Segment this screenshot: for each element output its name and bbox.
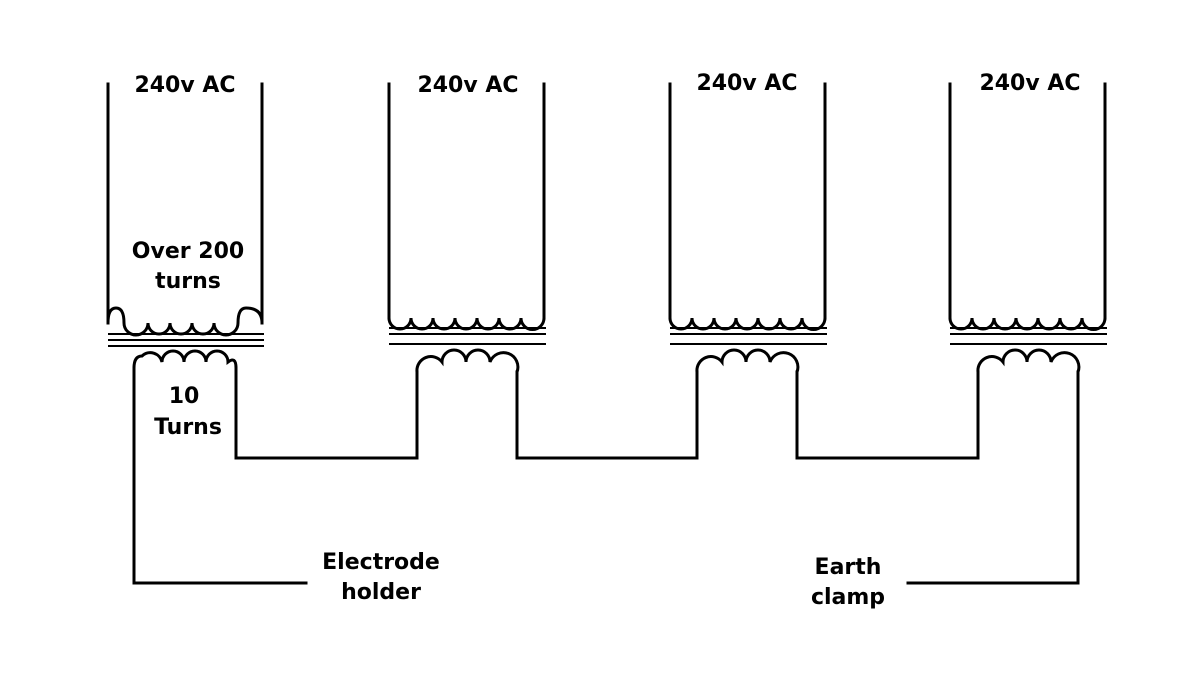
supply-label-1: 240v AC	[134, 73, 235, 98]
secondary-winding-4	[976, 348, 1081, 373]
secondary-winding-3	[695, 348, 800, 373]
transformer-4: 240v AC	[948, 71, 1107, 373]
primary-turns-label-line1: Over 200	[132, 239, 244, 264]
secondary-turns-label-line1: 10	[169, 384, 200, 409]
secondary-series-wiring	[132, 366, 1080, 585]
supply-label-4: 240v AC	[979, 71, 1080, 96]
transformer-3: 240v AC	[668, 71, 827, 373]
supply-label-2: 240v AC	[417, 73, 518, 98]
secondary-turns-label-line2: Turns	[154, 415, 222, 440]
series-link-1-2	[234, 366, 419, 460]
secondary-winding-2	[415, 348, 520, 373]
earth-clamp-label-line2: clamp	[811, 585, 885, 610]
electrode-lead	[132, 366, 308, 585]
electrode-holder-label-line1: Electrode	[322, 550, 440, 575]
series-link-3-4	[795, 370, 980, 460]
transformer-1: 240v AC Over 200 turns 10 Turns	[106, 73, 264, 440]
series-link-2-3	[515, 370, 699, 460]
supply-label-3: 240v AC	[696, 71, 797, 96]
primary-winding-1	[106, 306, 264, 337]
primary-turns-label-line2: turns	[155, 269, 221, 294]
transformer-2: 240v AC	[387, 73, 546, 373]
secondary-winding-1	[132, 349, 238, 369]
earth-clamp-label-line1: Earth	[815, 555, 882, 580]
earth-lead	[906, 370, 1080, 585]
electrode-holder-label-line2: holder	[341, 580, 421, 605]
